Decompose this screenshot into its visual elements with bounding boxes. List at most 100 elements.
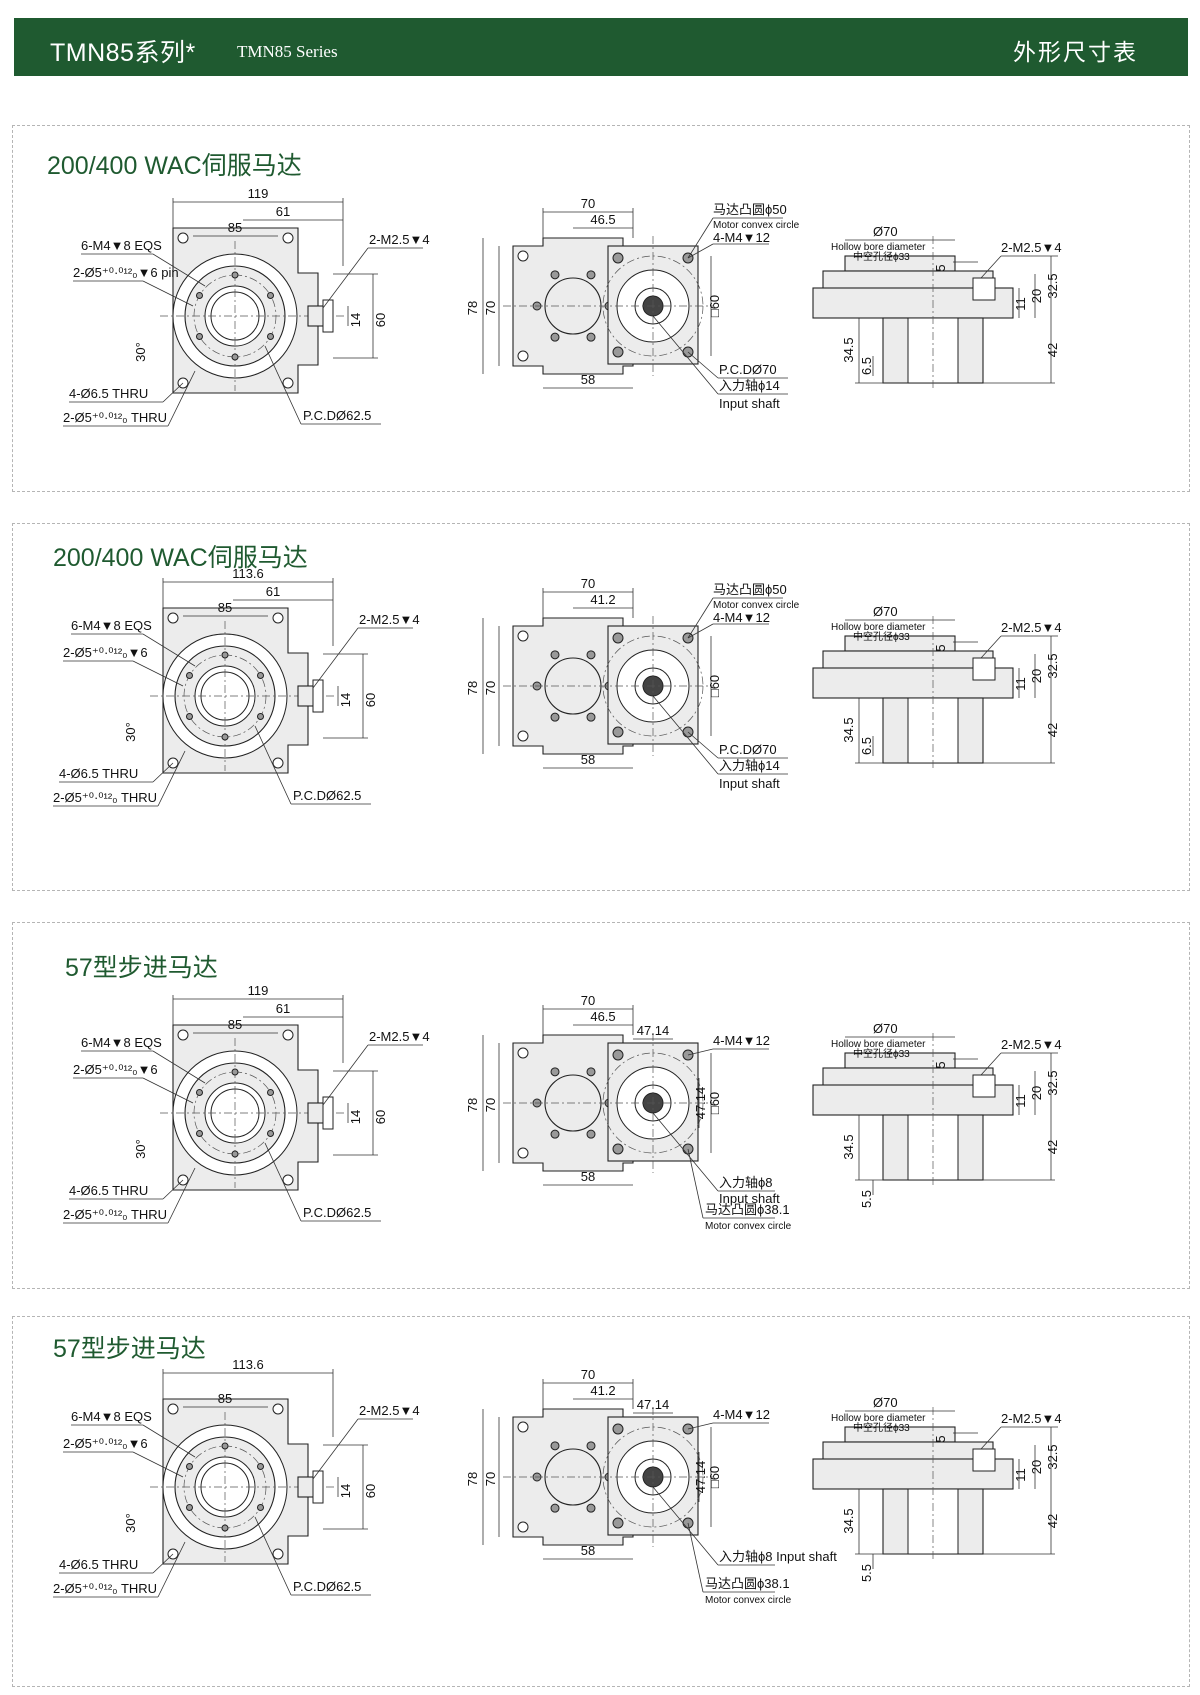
dimension-label: 78 <box>465 681 480 695</box>
motor-bolt <box>612 1143 624 1155</box>
leader-line <box>652 695 719 775</box>
lug-section <box>972 1448 996 1472</box>
bolt-hole <box>267 1089 275 1096</box>
mount-hole <box>517 1421 529 1433</box>
bolt-hole <box>586 650 596 660</box>
callout-label: Hollow bore diameter <box>831 242 926 253</box>
panel-title: 57型步进马达 <box>53 1335 206 1363</box>
leader-line <box>652 315 719 395</box>
leader-line <box>142 633 196 667</box>
callout-label: Hollow bore diameter <box>831 1413 926 1424</box>
leader-line <box>322 1044 369 1106</box>
bolt-hole <box>221 733 229 741</box>
bolt-hole <box>221 1524 229 1532</box>
callout-label: 马达凸圆ϕ50 <box>713 202 787 217</box>
dimension-label: □60 <box>707 1466 722 1488</box>
lug-section <box>972 657 996 681</box>
dimension-label: 70 <box>581 1367 595 1382</box>
leader-line <box>157 750 186 807</box>
callout-label: Input shaft <box>719 396 780 411</box>
mount-hole <box>517 250 529 262</box>
callout-label: P.C.DØ70 <box>719 362 777 377</box>
mount-hole <box>517 1521 529 1533</box>
mount-hole <box>272 1548 284 1560</box>
mount-hole <box>282 232 294 244</box>
dimension-label: 61 <box>266 584 280 599</box>
leader-line <box>652 1112 719 1192</box>
dimension-label: 34.5 <box>841 717 856 742</box>
dimension-label: 30° <box>123 722 138 742</box>
leader-line <box>142 1077 194 1104</box>
dimension-label: 113.6 <box>232 566 264 581</box>
dimension-label: 70 <box>483 301 498 315</box>
housing-section <box>812 287 1014 319</box>
leader-line <box>687 623 714 639</box>
dimension-label: 11 <box>1013 297 1028 311</box>
dimension-label: 70 <box>581 576 595 591</box>
leader-line <box>980 635 1002 659</box>
callout-label: 中空孔径ϕ33 <box>853 630 910 643</box>
bolt-hole <box>231 1068 239 1076</box>
motor-bolt <box>612 726 624 738</box>
bolt-hole <box>231 1150 239 1158</box>
dimension-label: 5.5 <box>859 1564 874 1582</box>
lug-section <box>972 1074 996 1098</box>
mount-hole <box>167 1403 179 1415</box>
callout-label: P.C.DØ62.5 <box>293 1579 361 1594</box>
leader-line <box>687 351 719 379</box>
bolt-hole <box>221 651 229 659</box>
callout-label: P.C.DØ62.5 <box>303 408 371 423</box>
bolt-hole <box>586 332 596 342</box>
mount-hole <box>282 1174 294 1186</box>
dimension-label: 58 <box>581 752 595 767</box>
dimension-label: 34.5 <box>841 1508 856 1533</box>
side-lug-cap <box>322 299 334 333</box>
leader-line <box>152 253 206 287</box>
motor-bolt <box>612 1517 624 1529</box>
leader-line <box>132 1451 184 1478</box>
dimension-label: 119 <box>248 983 269 998</box>
leader-line <box>167 370 196 427</box>
bolt-hole <box>550 650 560 660</box>
dimension-label: 119 <box>248 186 269 201</box>
lug-section <box>972 277 996 301</box>
bolt-hole <box>550 270 560 280</box>
callout-label: 2-Ø5⁺⁰·⁰¹²₀ THRU <box>53 1581 157 1596</box>
bolt-hole <box>550 1067 560 1077</box>
callout-label: 马达凸圆ϕ50 <box>713 582 787 597</box>
dimension-label: 58 <box>581 372 595 387</box>
leader-line <box>687 1522 704 1593</box>
callout-label: 4-M4▼12 <box>713 610 770 625</box>
dimension-label: 60 <box>363 693 378 707</box>
mount-hole <box>517 730 529 742</box>
dimension-label: 41.2 <box>590 1383 615 1398</box>
dimension-label: 42 <box>1045 723 1060 737</box>
callout-label: 4-M4▼12 <box>713 230 770 245</box>
leader-line <box>980 1426 1002 1450</box>
dimension-label: □60 <box>707 1092 722 1114</box>
leader-line <box>312 1418 359 1480</box>
dimension-label: 46.5 <box>590 212 615 227</box>
dimension-label: 20 <box>1029 669 1044 683</box>
bolt-hole <box>185 713 193 720</box>
callout-label: Motor convex circle <box>705 1221 792 1232</box>
bolt-hole <box>550 1129 560 1139</box>
dimension-label: 11 <box>1013 1094 1028 1108</box>
dimension-label: 61 <box>276 1001 290 1016</box>
bolt-hole <box>550 1503 560 1513</box>
mount-hole <box>282 1029 294 1041</box>
leader-line <box>264 345 302 425</box>
leader-line <box>980 255 1002 279</box>
mount-hole <box>177 1029 189 1041</box>
dimension-label: 85 <box>228 1017 242 1032</box>
panel-title: 200/400 WAC伺服马达 <box>47 152 302 180</box>
mount-hole <box>282 377 294 389</box>
leader-line <box>312 627 359 689</box>
dimension-label: 6.5 <box>859 357 874 375</box>
dimension-label: 42 <box>1045 343 1060 357</box>
dimension-label: 34.5 <box>841 337 856 362</box>
